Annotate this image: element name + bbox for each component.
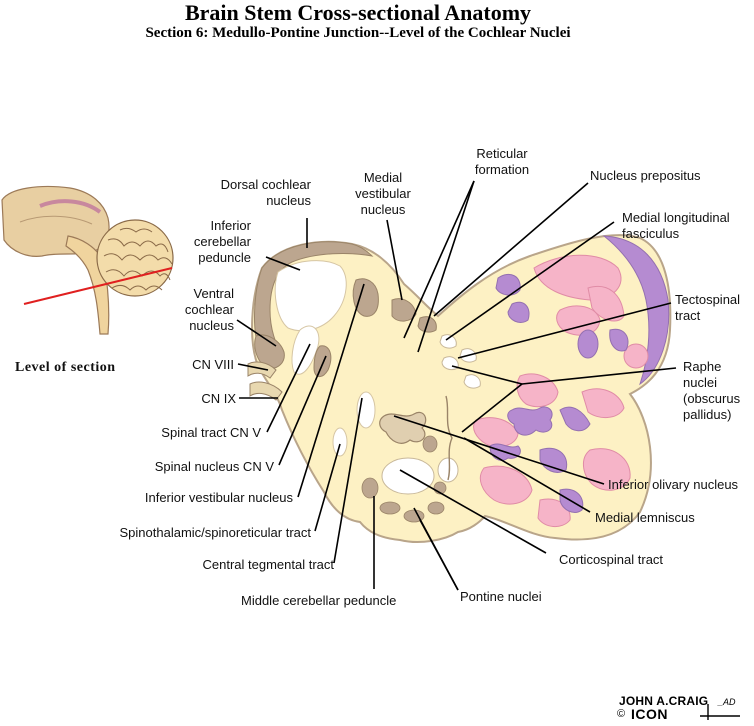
svg-text:Ventral: Ventral xyxy=(194,286,235,301)
svg-text:Corticospinal tract: Corticospinal tract xyxy=(559,552,663,567)
label-spinal-tract-cn-v: Spinal tract CN V xyxy=(161,425,261,440)
label-ventral-cochlear-nucleus: Ventral cochlear nucleus xyxy=(185,286,235,333)
label-medial-lemniscus: Medial lemniscus xyxy=(595,510,695,525)
label-cn-ix: CN IX xyxy=(201,391,236,406)
svg-text:pallidus): pallidus) xyxy=(683,407,731,422)
svg-text:Medial longitudinal: Medial longitudinal xyxy=(622,210,730,225)
svg-text:Middle cerebellar peduncle: Middle cerebellar peduncle xyxy=(241,593,396,608)
svg-text:Spinothalamic/spinoreticular t: Spinothalamic/spinoreticular tract xyxy=(120,525,312,540)
svg-text:CN VIII: CN VIII xyxy=(192,357,234,372)
svg-text:Inferior: Inferior xyxy=(211,218,252,233)
publisher-logo: ICON xyxy=(631,706,668,722)
leader-lines xyxy=(236,180,677,591)
label-raphe-nuclei: Raphe nuclei (obscurus pallidus) xyxy=(683,359,741,422)
sagittal-brain-inset xyxy=(1,185,174,335)
label-medial-longitudinal-fasciculus: Medial longitudinal fasciculus xyxy=(622,210,730,241)
diagram-subtitle: Section 6: Medullo-Pontine Junction--Lev… xyxy=(145,25,571,41)
svg-text:Nucleus prepositus: Nucleus prepositus xyxy=(590,168,701,183)
diagram-title: Brain Stem Cross-sectional Anatomy xyxy=(184,0,532,25)
label-spinothalamic-tract: Spinothalamic/spinoreticular tract xyxy=(120,525,312,540)
label-middle-cerebellar-peduncle: Middle cerebellar peduncle xyxy=(241,593,396,608)
label-tectospinal-tract: Tectospinal tract xyxy=(675,292,740,323)
svg-text:cerebellar: cerebellar xyxy=(194,234,252,249)
svg-text:cochlear: cochlear xyxy=(185,302,235,317)
label-spinal-nucleus-cn-v: Spinal nucleus CN V xyxy=(155,459,275,474)
svg-text:Spinal nucleus CN V: Spinal nucleus CN V xyxy=(155,459,275,474)
cross-section xyxy=(247,234,672,543)
svg-text:nucleus: nucleus xyxy=(266,193,311,208)
svg-text:Medial: Medial xyxy=(364,170,402,185)
svg-text:Pontine nuclei: Pontine nuclei xyxy=(460,589,542,604)
svg-text:tract: tract xyxy=(675,308,701,323)
label-central-tegmental-tract: Central tegmental tract xyxy=(202,557,334,572)
svg-text:formation: formation xyxy=(475,162,529,177)
svg-text:Inferior vestibular nucleus: Inferior vestibular nucleus xyxy=(145,490,294,505)
svg-text:CN IX: CN IX xyxy=(201,391,236,406)
label-corticospinal-tract: Corticospinal tract xyxy=(559,552,663,567)
signature-flourish xyxy=(700,704,740,720)
label-dorsal-cochlear-nucleus: Dorsal cochlear nucleus xyxy=(221,177,312,208)
label-nucleus-prepositus: Nucleus prepositus xyxy=(590,168,701,183)
svg-text:nucleus: nucleus xyxy=(361,202,406,217)
svg-text:fasciculus: fasciculus xyxy=(622,226,680,241)
svg-text:Spinal tract CN V: Spinal tract CN V xyxy=(161,425,261,440)
svg-text:peduncle: peduncle xyxy=(198,250,251,265)
svg-text:(obscurus: (obscurus xyxy=(683,391,741,406)
label-cn-viii: CN VIII xyxy=(192,357,234,372)
label-pontine-nuclei: Pontine nuclei xyxy=(460,589,542,604)
inset-label: Level of section xyxy=(15,360,116,375)
svg-text:Inferior olivary nucleus: Inferior olivary nucleus xyxy=(608,477,739,492)
svg-text:Central tegmental tract: Central tegmental tract xyxy=(202,557,334,572)
svg-text:Medial lemniscus: Medial lemniscus xyxy=(595,510,695,525)
svg-text:Dorsal cochlear: Dorsal cochlear xyxy=(221,177,312,192)
artist-signature: JOHN A.CRAIG xyxy=(619,694,709,708)
label-medial-vestibular-nucleus: Medial vestibular nucleus xyxy=(355,170,411,217)
svg-text:nuclei: nuclei xyxy=(683,375,717,390)
artist-signature-suffix: _AD xyxy=(718,697,736,707)
svg-text:Reticular: Reticular xyxy=(476,146,528,161)
label-reticular-formation: Reticular formation xyxy=(475,146,529,177)
label-inferior-cerebellar-peduncle: Inferior cerebellar peduncle xyxy=(194,218,252,265)
svg-text:vestibular: vestibular xyxy=(355,186,411,201)
copyright-mark: © xyxy=(617,708,626,720)
svg-text:Tectospinal: Tectospinal xyxy=(675,292,740,307)
svg-text:Raphe: Raphe xyxy=(683,359,721,374)
svg-text:nucleus: nucleus xyxy=(189,318,234,333)
label-inferior-olivary-nucleus: Inferior olivary nucleus xyxy=(608,477,739,492)
label-inferior-vestibular-nucleus: Inferior vestibular nucleus xyxy=(145,490,294,505)
